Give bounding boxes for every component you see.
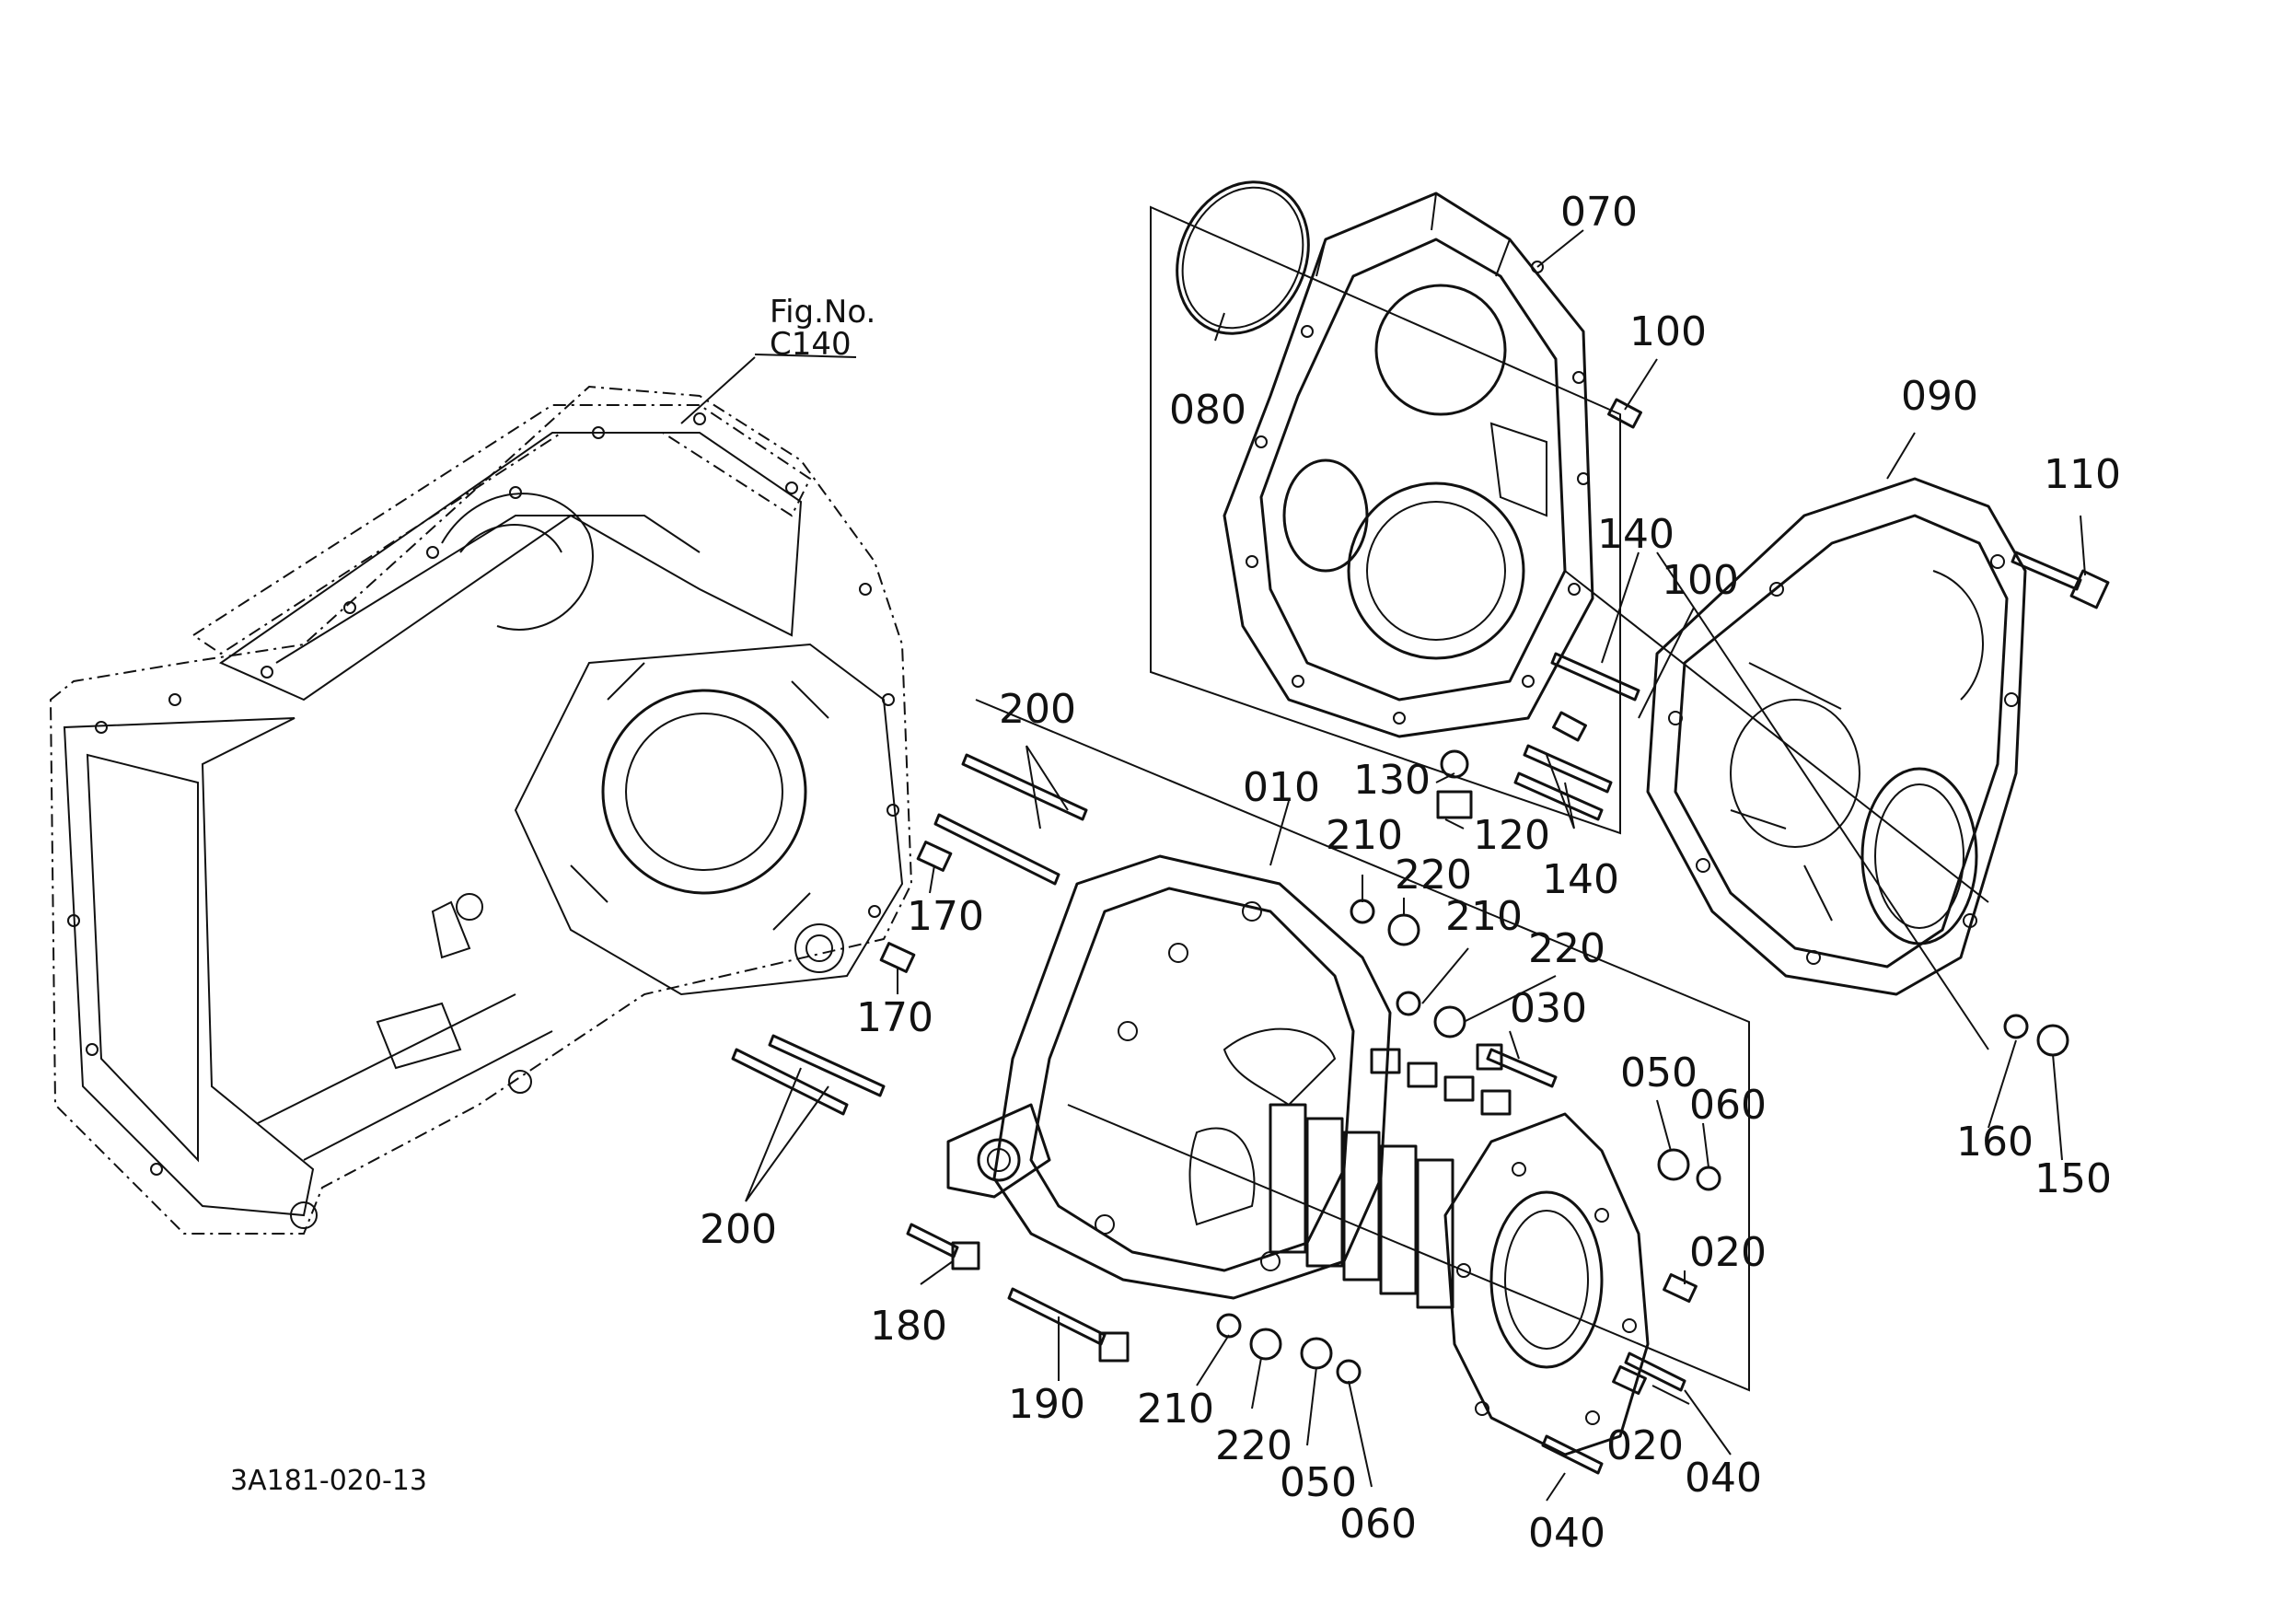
callout-040-lower: 040 [1528, 1510, 1605, 1557]
callout-200-upper: 200 [999, 686, 1076, 733]
callout-050-upper: 050 [1620, 1050, 1698, 1096]
fasteners [731, 398, 2110, 1475]
callout-190: 190 [1008, 1381, 1085, 1428]
callout-labels: Fig.No. C140 070 080 100 090 110 140 100… [230, 189, 2121, 1557]
callout-200-lower: 200 [700, 1206, 777, 1253]
callout-130: 130 [1353, 757, 1431, 804]
callout-070: 070 [1560, 189, 1638, 236]
rear-housing-090 [1564, 477, 2027, 1050]
callout-110: 110 [2044, 451, 2121, 498]
callout-060-upper: 060 [1689, 1082, 1767, 1129]
front-case-cover-070 [1150, 191, 1621, 835]
leader-lines [680, 229, 2086, 1502]
callout-050-lower: 050 [1280, 1459, 1357, 1506]
transmission-case-reference [49, 385, 913, 1235]
o-ring-080 [1176, 180, 1310, 335]
callout-210-lower: 210 [1137, 1386, 1214, 1433]
callout-060-lower: 060 [1339, 1501, 1417, 1548]
callout-100-upper: 100 [1629, 308, 1707, 355]
drawing-number: 3A181-020-13 [230, 1465, 427, 1497]
callout-220-lower: 220 [1215, 1422, 1292, 1469]
callout-080: 080 [1169, 387, 1246, 434]
callout-090: 090 [1901, 373, 1978, 420]
callout-120: 120 [1473, 812, 1550, 859]
callout-100-lower: 100 [1662, 557, 1739, 604]
callout-020-lower: 020 [1606, 1422, 1684, 1469]
figure-ref-line2: C140 [770, 326, 852, 363]
figure-ref-line1: Fig.No. [770, 294, 875, 331]
callout-170-upper: 170 [907, 893, 984, 940]
center-case-010 [946, 699, 1750, 1456]
callout-210-middle: 210 [1445, 893, 1523, 940]
callout-170-lower: 170 [856, 994, 933, 1041]
callout-010: 010 [1243, 764, 1320, 811]
callout-030: 030 [1510, 985, 1587, 1032]
callout-160: 160 [1956, 1119, 2034, 1166]
callout-140-upper: 140 [1597, 511, 1675, 558]
callout-020-upper: 020 [1689, 1229, 1767, 1276]
callout-140-lower: 140 [1542, 856, 1619, 903]
callout-220-upper: 220 [1395, 852, 1472, 899]
callout-210-upper: 210 [1326, 812, 1403, 859]
callout-220-middle: 220 [1528, 925, 1605, 972]
callout-180: 180 [870, 1303, 947, 1350]
callout-150: 150 [2034, 1155, 2112, 1202]
callout-040-right: 040 [1685, 1455, 1762, 1502]
